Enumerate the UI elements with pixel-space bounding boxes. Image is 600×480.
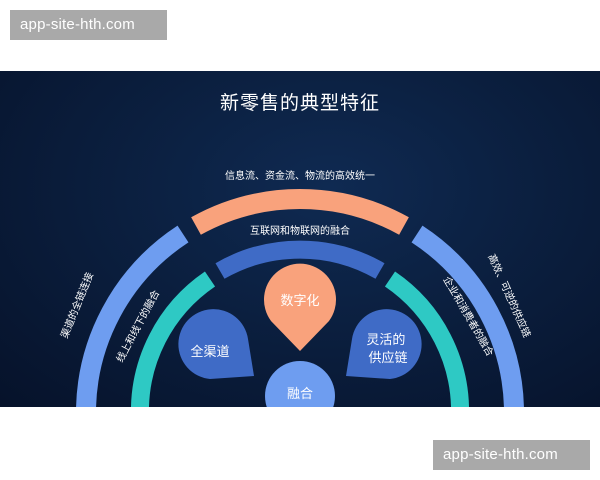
- petal-bottom-label: 融合: [287, 387, 313, 402]
- outer-ring-left-segment: [76, 225, 189, 407]
- diagram-title: 新零售的典型特征: [219, 92, 380, 114]
- svg-text:全渠道: 全渠道: [190, 344, 229, 360]
- petal-left-label: 全渠道: [190, 344, 229, 360]
- petal-right-label-line2: 供应链: [368, 350, 407, 366]
- diagram-panel: 新零售的典型特征: [0, 71, 600, 407]
- petal-top: [264, 263, 336, 351]
- svg-text:渠道的全链连接: 渠道的全链连接: [58, 270, 96, 340]
- petal-right: [346, 309, 422, 379]
- watermark-top: app-site-hth.com: [10, 10, 167, 40]
- inner-ring-right-segment: [384, 271, 469, 407]
- svg-text:信息流、资金流、物流的高效统一: 信息流、资金流、物流的高效统一: [225, 169, 375, 182]
- outer-ring-left-label: 渠道的全链连接: [58, 270, 96, 340]
- outer-ring: [76, 189, 524, 407]
- ring-diagram: 信息流、资金流、物流的高效统一 互联网和物联网的融合 渠道的全链连接 线上和线下…: [58, 169, 534, 407]
- petal-top-label: 数字化: [280, 294, 319, 309]
- petal-right-label-line1: 灵活的: [366, 332, 405, 348]
- outer-ring-top-label: 信息流、资金流、物流的高效统一: [225, 169, 375, 182]
- inner-ring-top-segment: [215, 240, 385, 279]
- inner-ring: [131, 240, 469, 407]
- outer-ring-right-segment: [411, 225, 524, 407]
- watermark-bottom: app-site-hth.com: [433, 440, 590, 470]
- svg-text:灵活的 供应链: 灵活的 供应链: [366, 332, 409, 366]
- outer-ring-top-segment: [191, 189, 409, 235]
- inner-ring-left-segment: [131, 271, 216, 407]
- inner-ring-top-label: 互联网和物联网的融合: [250, 224, 350, 237]
- svg-text:互联网和物联网的融合: 互联网和物联网的融合: [250, 224, 350, 237]
- svg-text:数字化: 数字化: [280, 294, 319, 309]
- svg-text:融合: 融合: [287, 387, 313, 402]
- petal-left: [178, 309, 254, 379]
- petal-bottom: [265, 361, 335, 407]
